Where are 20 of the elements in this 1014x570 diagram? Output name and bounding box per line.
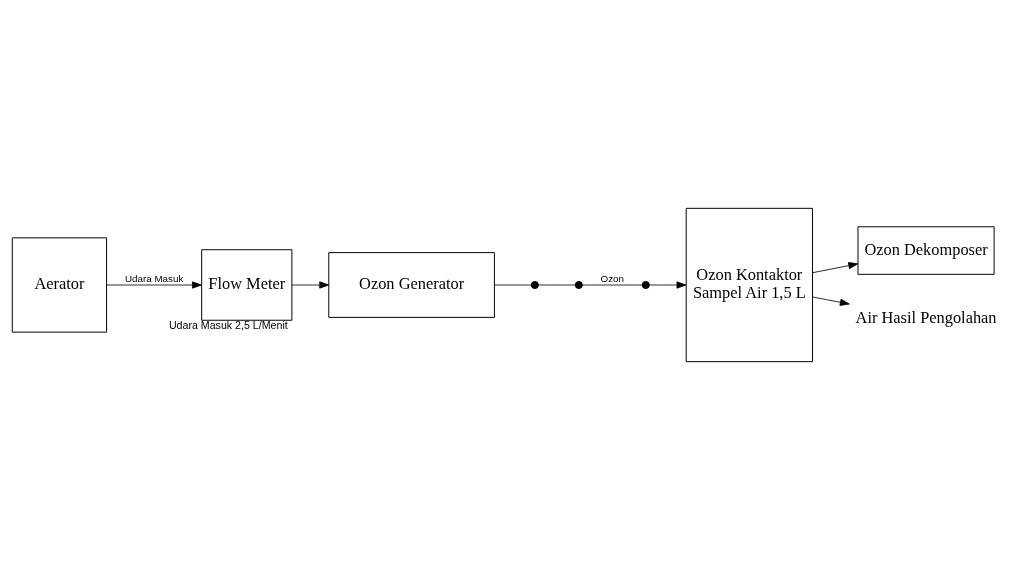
node-box: Flow Meter	[200, 249, 292, 321]
arrow	[648, 281, 686, 289]
arrow	[291, 281, 329, 289]
connector	[581, 284, 643, 286]
node-text: Air Hasil Pengolahan	[855, 307, 997, 327]
arrow	[811, 296, 850, 306]
node-circle	[641, 280, 650, 290]
arrow	[105, 281, 202, 289]
edge-label: Udara Masuk	[124, 273, 183, 285]
node-box: Ozon Kontaktor Sampel Air 1,5 L	[685, 207, 813, 363]
connector	[493, 284, 532, 286]
node-box: Ozon Generator	[327, 252, 495, 318]
node-label: Udara Masuk 2,5 L/Menit	[168, 318, 288, 331]
arrow	[811, 262, 858, 274]
node-box: Aerator	[11, 237, 107, 333]
node-circle	[574, 280, 583, 290]
edge-label: Ozon	[600, 273, 624, 285]
node-box: Ozon Dekomposer	[857, 226, 995, 275]
node-circle	[530, 280, 539, 290]
connector	[537, 284, 576, 286]
